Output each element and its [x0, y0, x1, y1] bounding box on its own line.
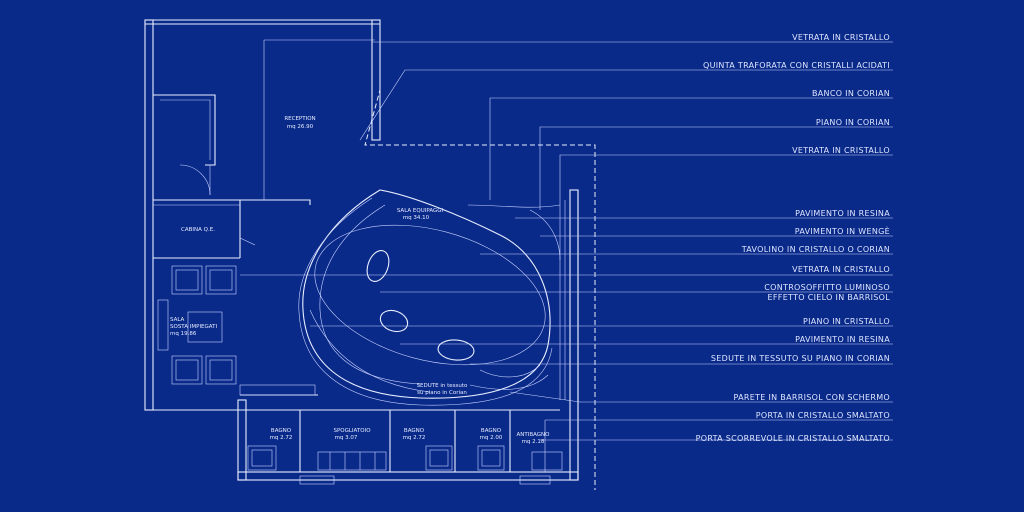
material-labels: VETRATA IN CRISTALLO QUINTA TRAFORATA CO… [696, 33, 891, 443]
label-effetto-cielo: EFFETTO CIELO IN BARRISOL [768, 293, 891, 302]
room-sala-sosta-1: SALA [170, 317, 185, 323]
label-sedute: SEDUTE IN TESSUTO SU PIANO IN CORIAN [711, 354, 890, 363]
room-sedute-1: SEDUTE in tessuto [417, 383, 468, 389]
leader-lines [240, 41, 893, 441]
bath-fixtures [247, 445, 563, 485]
teardrop-lounge [298, 189, 566, 406]
room-sala-equipaggi: SALA EQUIPAGGI [397, 208, 444, 214]
glass-boundary [364, 40, 596, 490]
label-pavimento-resina-1: PAVIMENTO IN RESINA [795, 209, 890, 218]
room-spogliatoio: SPOGLIATOIO [333, 428, 371, 434]
label-parete-barrisol: PARETE IN BARRISOL CON SCHERMO [734, 393, 890, 402]
interior-walls [153, 39, 560, 472]
label-controsoffitto: CONTROSOFFITTO LUMINOSO [764, 283, 890, 292]
label-banco: BANCO IN CORIAN [812, 89, 890, 98]
room-sala-sosta-area: mq 19.86 [170, 331, 197, 337]
room-bagno-1: BAGNO [271, 428, 292, 434]
room-bagno-1-area: mq 2.72 [270, 435, 293, 441]
room-reception: RECEPTION [284, 116, 315, 122]
room-sedute-2: su piano in Corian [417, 390, 467, 396]
room-antibagno-area: mq 2.18 [522, 439, 545, 445]
room-cabina: CABINA Q.E. [181, 227, 215, 233]
room-spogliatoio-area: mq 3.07 [335, 435, 358, 441]
label-porta-cristallo: PORTA IN CRISTALLO SMALTATO [756, 411, 890, 420]
room-bagno-3-area: mq 2.00 [480, 435, 503, 441]
label-vetrata-1: VETRATA IN CRISTALLO [792, 33, 890, 42]
room-bagno-2-area: mq 2.72 [403, 435, 426, 441]
room-sala-sosta-2: SOSTA IMPIEGATI [170, 324, 217, 330]
room-reception-area: mq 26.90 [287, 124, 314, 130]
label-pavimento-resina-2: PAVIMENTO IN RESINA [795, 335, 890, 344]
room-bagno-2: BAGNO [404, 428, 425, 434]
label-vetrata-3: VETRATA IN CRISTALLO [792, 265, 890, 274]
lounge-furniture [157, 265, 316, 396]
room-labels: RECEPTION mq 26.90 SALA EQUIPAGGI mq 34.… [170, 116, 550, 445]
room-antibagno: ANTIBAGNO [516, 432, 550, 438]
label-quinta: QUINTA TRAFORATA CON CRISTALLI ACIDATI [703, 61, 890, 70]
label-piano-corian: PIANO IN CORIAN [816, 118, 890, 127]
label-porta-scorrevole: PORTA SCORREVOLE IN CRISTALLO SMALTATO [696, 434, 890, 443]
outer-walls [144, 19, 579, 481]
label-pavimento-wenge: PAVIMENTO IN WENGÈ [795, 225, 890, 236]
label-tavolino: TAVOLINO IN CRISTALLO O CORIAN [741, 245, 890, 254]
room-sala-equipaggi-area: mq 34.10 [403, 215, 430, 221]
room-bagno-3: BAGNO [481, 428, 502, 434]
label-vetrata-2: VETRATA IN CRISTALLO [792, 146, 890, 155]
label-piano-cristallo: PIANO IN CRISTALLO [803, 317, 890, 326]
